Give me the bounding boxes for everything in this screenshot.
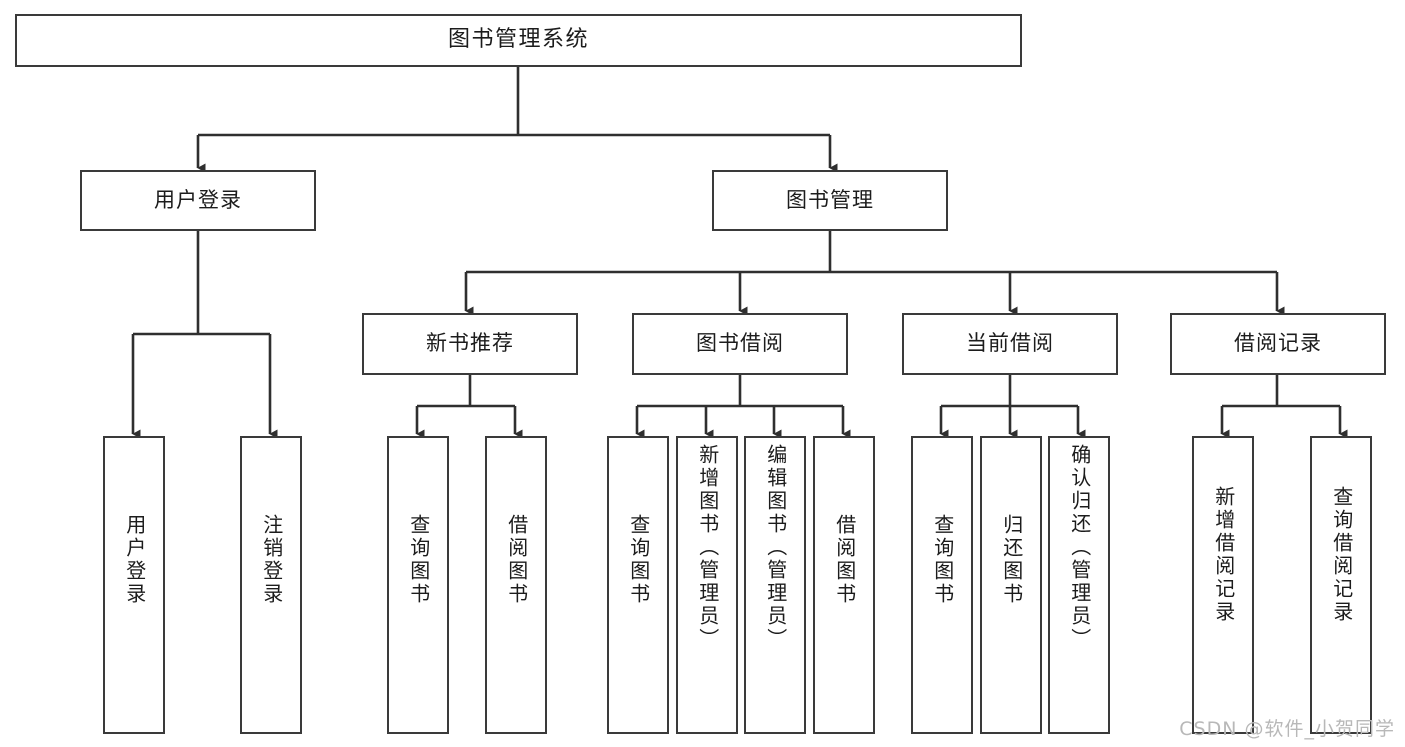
- node-leaf-confirm-return[interactable]: 确认归还（管理员）: [1048, 436, 1110, 734]
- node-label: 用户登录: [122, 514, 147, 606]
- edges-group: [131, 67, 1348, 439]
- node-borrow-record[interactable]: 借阅记录: [1170, 313, 1386, 375]
- node-label: 图书借阅: [696, 331, 784, 356]
- node-label: 新书推荐: [426, 331, 514, 356]
- node-leaf-return-book[interactable]: 归还图书: [980, 436, 1042, 734]
- node-book-borrow[interactable]: 图书借阅: [632, 313, 848, 375]
- node-label: 确认归还（管理员）: [1067, 444, 1092, 651]
- node-label: 新增图书（管理员）: [695, 444, 720, 651]
- node-leaf-query-book-recommend[interactable]: 查询图书: [387, 436, 449, 734]
- node-leaf-user-login[interactable]: 用户登录: [103, 436, 165, 734]
- node-label: 图书管理系统: [447, 27, 589, 53]
- watermark-text: CSDN @软件_小贺同学: [1179, 718, 1395, 740]
- node-label: 借阅记录: [1234, 331, 1322, 356]
- node-leaf-logout[interactable]: 注销登录: [240, 436, 302, 734]
- node-label: 注销登录: [259, 514, 284, 606]
- node-new-book-recommend[interactable]: 新书推荐: [362, 313, 578, 375]
- node-leaf-borrow-book[interactable]: 借阅图书: [813, 436, 875, 734]
- node-label: 查询借阅记录: [1329, 486, 1354, 624]
- node-label: 用户登录: [154, 187, 242, 212]
- node-root-book-management-system[interactable]: 图书管理系统: [15, 14, 1022, 67]
- node-leaf-query-book-current[interactable]: 查询图书: [911, 436, 973, 734]
- node-label: 编辑图书（管理员）: [763, 444, 788, 651]
- node-leaf-add-borrow-record[interactable]: 新增借阅记录: [1192, 436, 1254, 734]
- node-label: 借阅图书: [832, 514, 857, 606]
- node-leaf-add-book[interactable]: 新增图书（管理员）: [676, 436, 738, 734]
- node-label: 当前借阅: [966, 331, 1054, 356]
- node-label: 查询图书: [626, 514, 651, 606]
- node-label: 新增借阅记录: [1211, 486, 1236, 624]
- node-leaf-edit-book[interactable]: 编辑图书（管理员）: [744, 436, 806, 734]
- node-label: 归还图书: [999, 514, 1024, 606]
- node-leaf-query-borrow-record[interactable]: 查询借阅记录: [1310, 436, 1372, 734]
- node-label: 图书管理: [786, 187, 874, 212]
- node-label: 查询图书: [406, 514, 431, 606]
- node-leaf-query-book-borrow[interactable]: 查询图书: [607, 436, 669, 734]
- node-current-borrow[interactable]: 当前借阅: [902, 313, 1118, 375]
- node-label: 借阅图书: [504, 514, 529, 606]
- node-label: 查询图书: [930, 514, 955, 606]
- node-user-login[interactable]: 用户登录: [80, 170, 316, 231]
- node-leaf-borrow-book-recommend[interactable]: 借阅图书: [485, 436, 547, 734]
- node-book-management[interactable]: 图书管理: [712, 170, 948, 231]
